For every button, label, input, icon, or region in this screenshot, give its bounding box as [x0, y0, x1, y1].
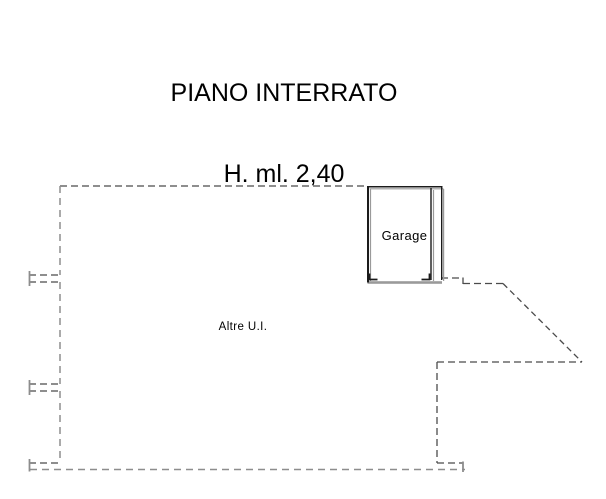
floor-height: H. ml. 2,40: [223, 160, 345, 188]
room-label-garage: Garage: [381, 228, 428, 243]
garage-door-bracket-left: [368, 273, 378, 281]
floor-name: PIANO INTERRATO: [170, 79, 398, 107]
garage-door-bracket-right: [421, 273, 431, 281]
diagonal-wall: [502, 283, 583, 363]
garage-door-threshold: [367, 281, 442, 284]
garage-walls: [367, 185, 443, 283]
plan-outline-gray: [28, 186, 465, 472]
plan-outline-dark: [29, 185, 583, 464]
page-title: PIANO INTERRATO H. ml. 2,40: [104, 26, 464, 215]
room-label-altre-ui: Altre U.I.: [218, 321, 268, 333]
